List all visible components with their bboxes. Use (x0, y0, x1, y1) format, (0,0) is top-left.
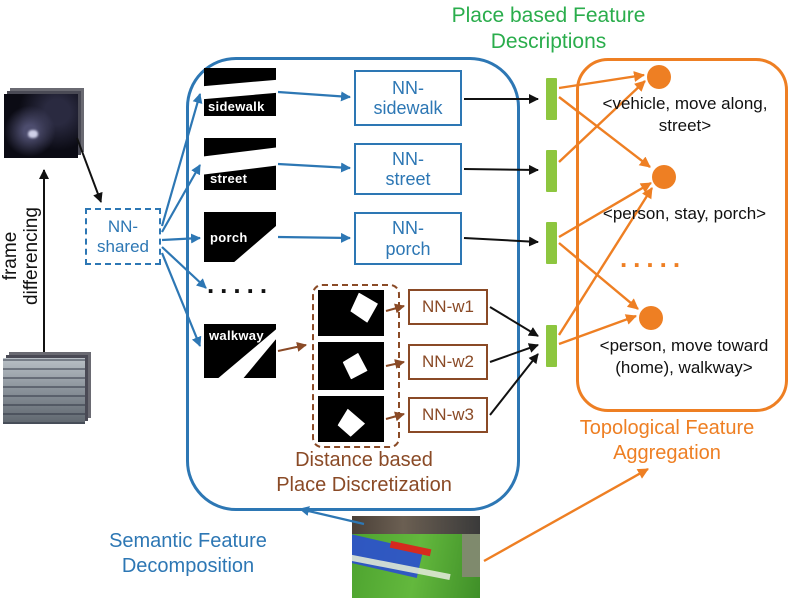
output-person-porch: <person, stay, porch> (602, 204, 767, 223)
output-ellipsis: ..... (619, 243, 687, 273)
frames-to-nn-shared-arrow (76, 137, 103, 203)
caption-distance-based-place-discretization: Distance based Place Discretization (276, 449, 452, 496)
caption-topological-feature-aggregation: Topological Feature Aggregation (579, 417, 755, 464)
feature-vector-bar-1 (546, 78, 557, 120)
nn-w3-box: NN-w3 (408, 397, 488, 433)
scene-sky-strip (352, 516, 480, 535)
bin3-mask-shape (336, 406, 369, 440)
nn-w1-box: NN-w1 (408, 289, 488, 325)
street-patch-label: street (210, 171, 248, 186)
patch-ellipsis: ..... (206, 269, 274, 299)
walkway-bin-1 (318, 290, 384, 336)
feature-vector-bar-3 (546, 222, 557, 264)
caption-place-based-feature-descriptions: Place based Feature Descriptions (451, 4, 646, 54)
porch-patch-label: porch (210, 230, 248, 245)
sidewalk-patch: sidewalk (204, 68, 276, 116)
feature-vector-bar-2 (546, 150, 557, 192)
scene-overlay-thumbnail (352, 516, 480, 598)
porch-patch: porch (204, 212, 276, 262)
nn-w2-box: NN-w2 (408, 344, 488, 380)
aggregation-node-3 (639, 306, 663, 330)
person-highlight-blob (27, 129, 38, 138)
sidewalk-mask-shape (204, 79, 276, 100)
input-video-frames-thumbnail (4, 94, 78, 158)
nn-shared-box: NN- shared (85, 208, 161, 265)
aggregation-node-1 (647, 65, 671, 89)
bin1-mask-shape (349, 292, 380, 324)
nn-porch-box: NN- porch (354, 212, 462, 265)
sidewalk-patch-label: sidewalk (208, 99, 265, 114)
street-patch: street (204, 138, 276, 190)
walkway-bin-2 (318, 342, 384, 390)
bin2-mask-shape (341, 352, 368, 381)
walkway-patch-label: walkway (209, 328, 264, 343)
nn-sidewalk-box: NN- sidewalk (354, 70, 462, 126)
walkway-patch: walkway (204, 324, 276, 378)
output-person-walkway: <person, move toward (home), walkway> (599, 336, 769, 378)
nn-street-box: NN- street (354, 143, 462, 195)
aggregation-node-2 (652, 165, 676, 189)
reference-frame-thumbnail (3, 358, 85, 424)
scene-side-strip (462, 534, 480, 577)
caption-semantic-feature-decomposition: Semantic Feature Decomposition (109, 530, 267, 577)
frame-differencing-label: frame differencing (0, 207, 43, 305)
feature-vector-bar-4 (546, 325, 557, 367)
output-vehicle-street: <vehicle, move along, street> (602, 94, 768, 136)
walkway-bin-3 (318, 396, 384, 442)
